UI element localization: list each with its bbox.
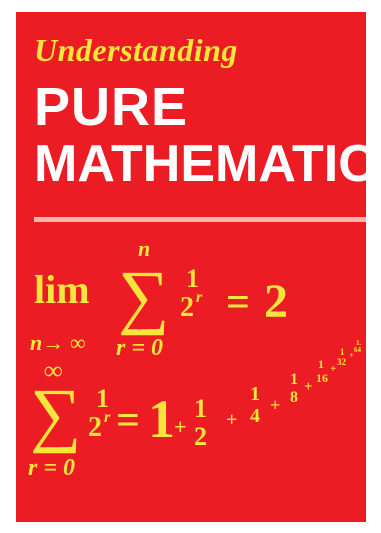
plus-6: + — [349, 351, 354, 360]
equals-sign-1: = — [226, 280, 250, 326]
series-continuation: · — [359, 341, 362, 349]
equals-sign-2: = — [116, 398, 140, 444]
sum2-upper-limit: ∞ — [44, 356, 63, 385]
frac2-exponent: r — [104, 409, 111, 426]
divider-rule — [34, 217, 366, 222]
sum1-upper-limit: n — [138, 236, 151, 261]
term5-denominator: 32 — [337, 357, 346, 367]
cover-subtitle: Understanding — [34, 32, 238, 68]
term6-denominator: 64 — [354, 346, 361, 354]
frac1-denominator: 2 — [180, 292, 194, 323]
sum1-lower-limit: r = 0 — [116, 335, 164, 361]
term6-numerator: 1 — [356, 339, 360, 347]
book-cover: Understanding PURE MATHEMATICS lim n→ ∞ … — [16, 12, 366, 522]
plus-4: + — [304, 379, 313, 395]
term5-numerator: 1 — [340, 347, 345, 357]
plus-5: + — [330, 363, 337, 375]
frac1-exponent: r — [196, 289, 203, 306]
term2-denominator: 4 — [250, 405, 260, 427]
plus-1: + — [174, 414, 187, 439]
plus-3: + — [270, 395, 281, 415]
sum-value-one: 1 — [148, 389, 175, 449]
cover-title-line1: PURE — [34, 77, 189, 137]
frac2-denominator: 2 — [88, 412, 102, 443]
lim-text: lim — [34, 267, 90, 312]
term3-denominator: 8 — [290, 389, 298, 406]
term1-denominator: 2 — [194, 422, 207, 451]
term3-numerator: 1 — [290, 371, 298, 388]
lim-subscript: n→ ∞ — [30, 330, 86, 355]
result-value: 2 — [264, 275, 288, 328]
term2-numerator: 1 — [250, 383, 260, 405]
frac2-numerator: 1 — [96, 384, 109, 413]
term4-denominator: 16 — [316, 371, 328, 385]
cover-title-line2: MATHEMATICS — [34, 135, 366, 193]
term1-numerator: 1 — [194, 394, 207, 423]
sigma2-symbol: ∑ — [30, 374, 82, 454]
term4-numerator: 1 — [318, 357, 324, 371]
frac1-numerator: 1 — [186, 264, 199, 293]
plus-2: + — [226, 409, 238, 431]
sum2-lower-limit: r = 0 — [28, 455, 76, 481]
sigma1-symbol: ∑ — [118, 256, 170, 336]
